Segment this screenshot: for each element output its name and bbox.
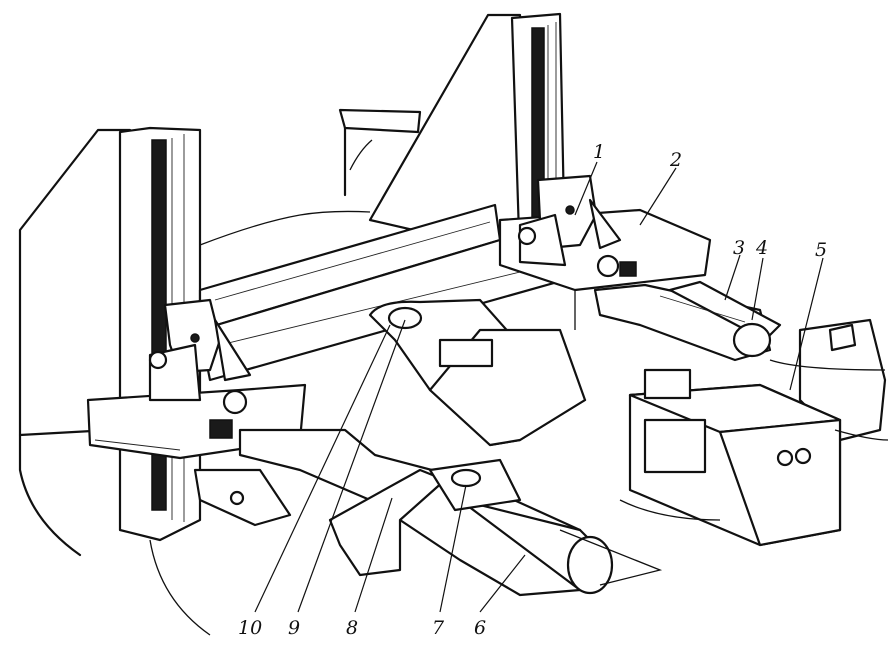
rear-jack [593,280,782,362]
control-box [628,368,842,547]
callout-2: 2 [669,149,682,171]
callout-6: 6 [474,617,486,639]
callout-9: 9 [288,617,300,639]
front-jack [193,428,663,597]
callout-4: 4 [755,237,768,259]
clamp-lower [148,298,252,402]
callout-1: 1 [593,141,605,163]
leader-lines [254,161,824,613]
callout-10: 10 [238,617,262,639]
right-stand [769,318,887,442]
floor-lines [149,429,889,636]
center-support [368,298,587,447]
callout-8: 8 [346,617,358,639]
back-wall [199,108,422,246]
callout-7: 7 [432,617,445,639]
callout-5: 5 [815,239,827,261]
clamp-upper [517,174,622,267]
callout-3: 3 [733,237,745,259]
callouts: 1 2 3 4 5 6 7 8 9 10 [238,141,827,639]
